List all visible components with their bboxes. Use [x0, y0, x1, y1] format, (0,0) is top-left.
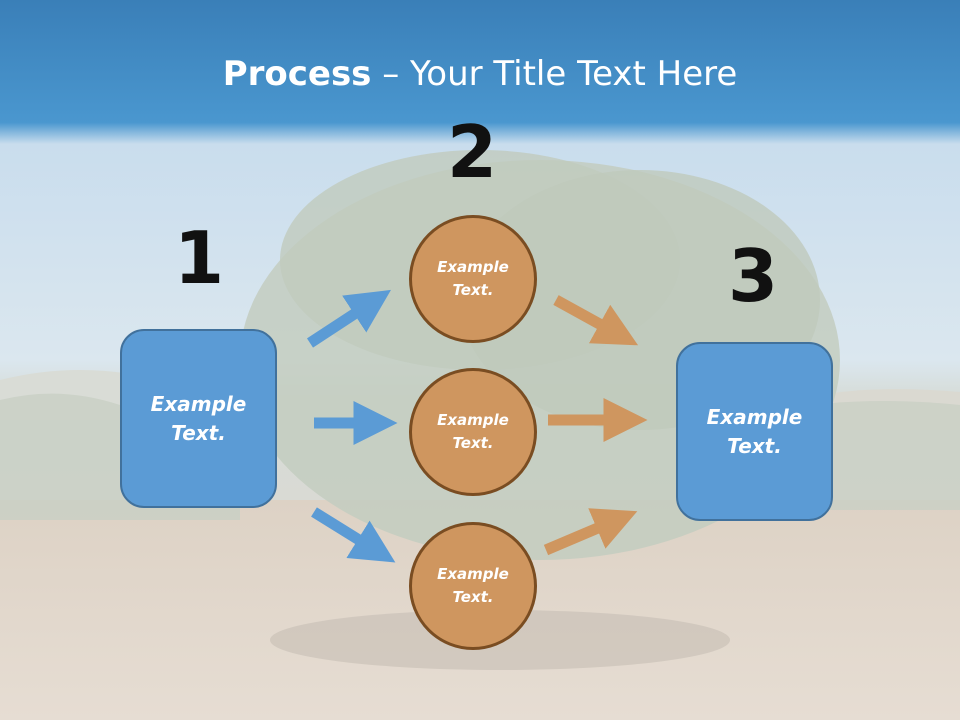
- arrow-top-to-right: [553, 295, 639, 346]
- right-process-box: Example Text.: [676, 342, 833, 521]
- arrow-left-to-bottom: [311, 507, 396, 563]
- circle-top-line2: Text.: [452, 281, 494, 299]
- process-circle-bottom: Example Text.: [409, 522, 537, 650]
- right-box-line1: Example: [706, 404, 803, 429]
- left-box-line1: Example: [150, 391, 247, 416]
- slide-title: Process – Your Title Text Here: [0, 50, 960, 98]
- process-circle-top: Example Text.: [409, 215, 537, 343]
- process-circle-middle: Example Text.: [409, 368, 537, 496]
- arrow-bottom-to-right: [543, 508, 638, 556]
- title-bold: Process: [222, 54, 372, 94]
- left-box-line2: Text.: [171, 420, 226, 445]
- left-process-box: Example Text.: [120, 329, 277, 508]
- step-number-3: 3: [727, 234, 779, 318]
- circle-middle-line2: Text.: [452, 434, 494, 452]
- arrow-left-to-top: [306, 289, 392, 348]
- circle-middle-line1: Example: [437, 411, 509, 429]
- circle-top-line1: Example: [437, 258, 509, 276]
- title-rest: – Your Title Text Here: [371, 54, 738, 94]
- step-number-2: 2: [446, 110, 498, 194]
- right-box-line2: Text.: [727, 433, 782, 458]
- step-number-1: 1: [173, 216, 225, 300]
- circle-bottom-line1: Example: [437, 565, 509, 583]
- circle-bottom-line2: Text.: [452, 588, 494, 606]
